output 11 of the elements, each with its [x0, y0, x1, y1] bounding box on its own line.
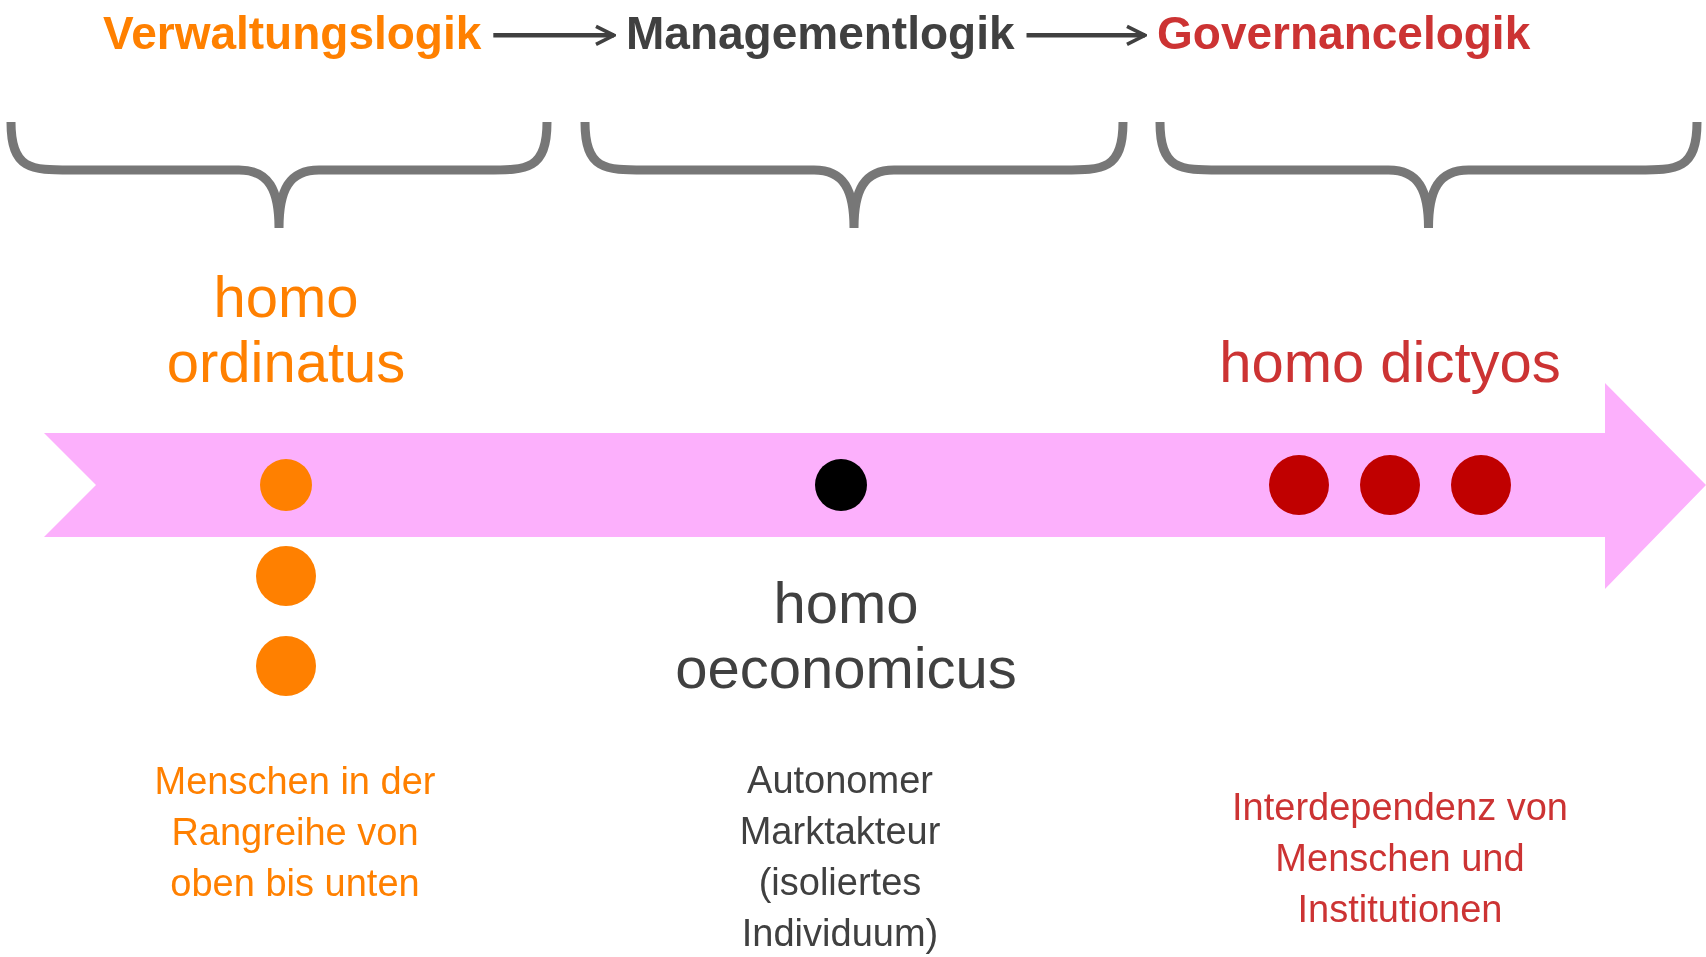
description-text: Autonomer Marktakteur (isoliertes Individuum): [738, 758, 942, 956]
heading-text: Managementlogik: [626, 8, 1015, 59]
description-text: Menschen in der Rangreihe von oben bis unten: [153, 759, 437, 906]
arrow: [493, 24, 616, 47]
heading-text: Governancelogik: [1157, 8, 1531, 59]
type-label: homo oeconomicus: [674, 570, 1018, 700]
type-label: homo ordinatus: [165, 264, 407, 394]
arrow: [1026, 24, 1147, 47]
heading-text: Verwaltungslogik: [103, 8, 482, 59]
description-text: Interdependenz von Menschen und Institutionen: [1231, 785, 1569, 932]
type-label: homo dictyos: [1218, 329, 1562, 394]
